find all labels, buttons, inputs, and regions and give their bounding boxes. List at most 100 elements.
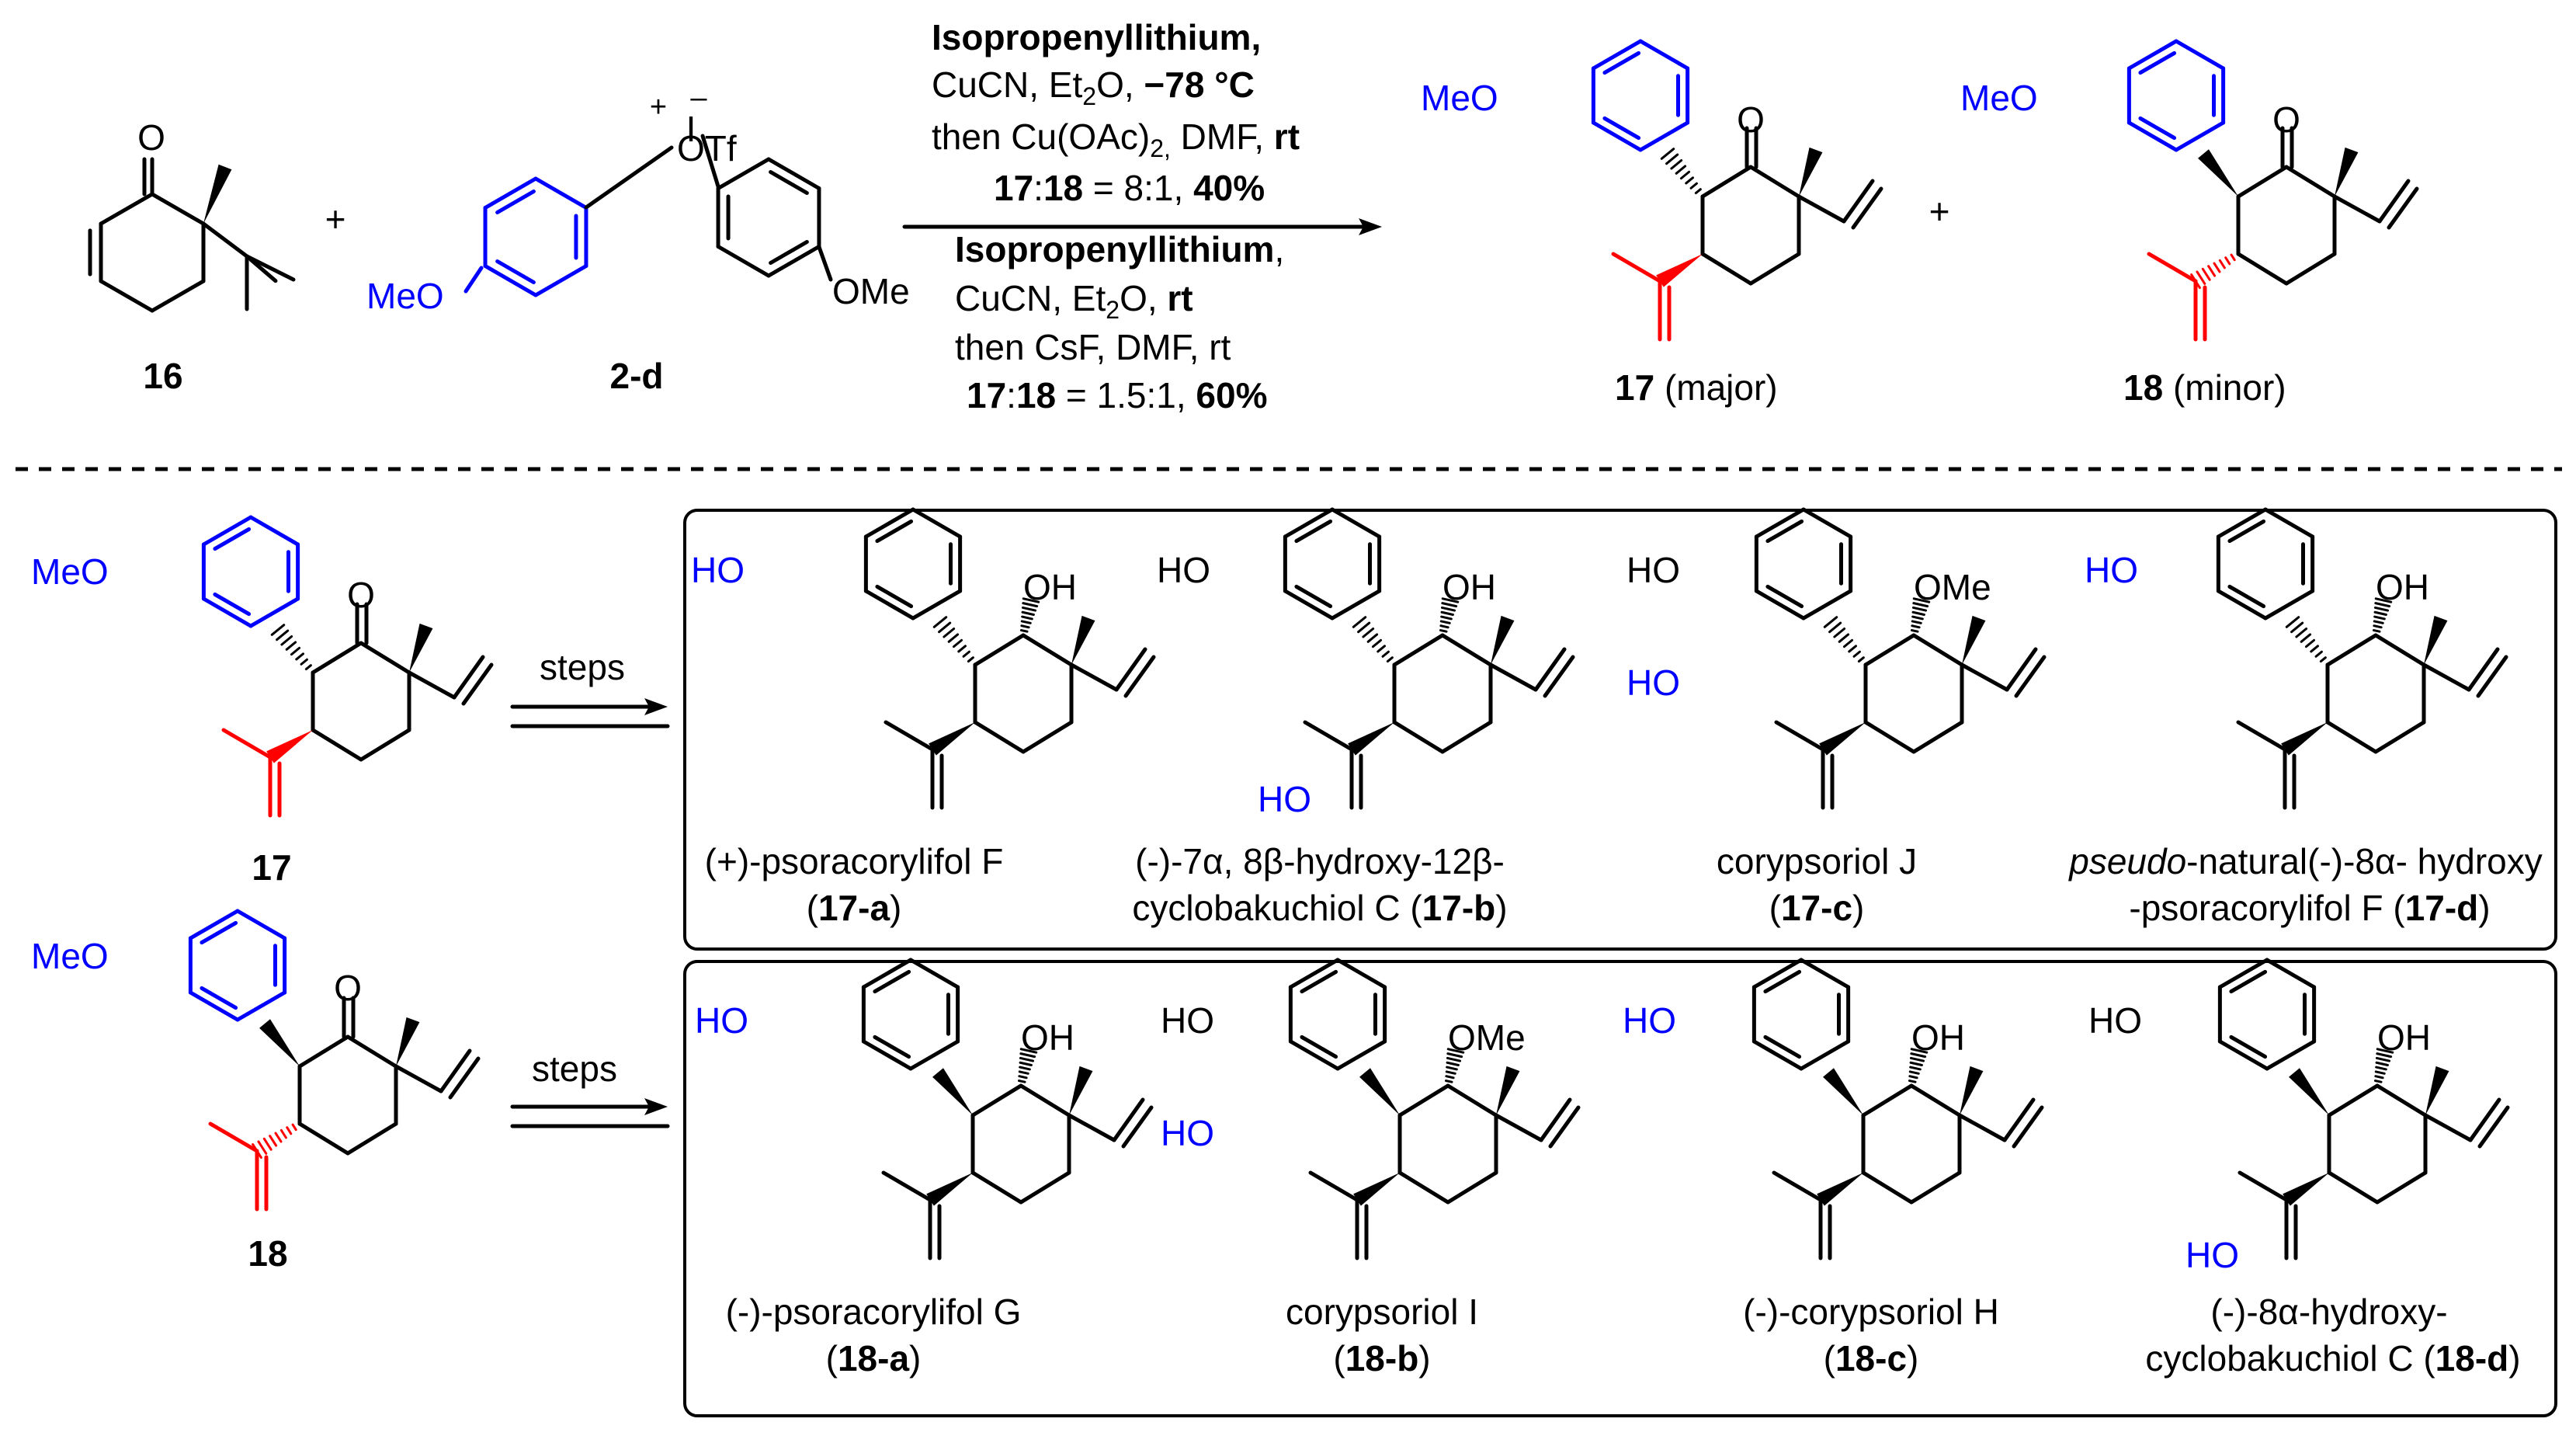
- p17d-ring: [2325, 720, 2378, 754]
- p18d-name-line1: (-)-8α-hydroxy-: [2210, 1292, 2447, 1332]
- conditions2-line3: then CsF, DMF, rt: [955, 327, 1231, 367]
- steps-label-17: steps: [540, 647, 625, 687]
- steps-arrow-18a-head: [644, 1098, 668, 1115]
- p17b-methyl: [1491, 615, 1515, 665]
- compound-17-label: 17: [252, 847, 291, 888]
- s18-vinyl: [439, 1048, 472, 1093]
- p17c-oh: [1911, 610, 1925, 616]
- p17d-aryl-hash: [2319, 656, 2327, 663]
- p17d-aryl: [2227, 584, 2266, 609]
- p18d-ring: [2327, 1083, 2380, 1118]
- iodonium-plus-charge: +: [650, 91, 667, 123]
- s18-ring: [297, 1034, 350, 1069]
- p17c-ring: [1863, 720, 1916, 754]
- p18a-aryl-wedge: [932, 1068, 973, 1115]
- p18-ip-hash: [2207, 265, 2217, 277]
- s18-vinyl: [394, 1064, 443, 1093]
- p17-ring: [1748, 252, 1801, 286]
- p18d-tert-ho-blue: HO: [2185, 1235, 2239, 1275]
- s17-vinyl: [452, 655, 485, 700]
- p17d-methyl: [2424, 615, 2448, 665]
- p17d-ip: [2236, 720, 2287, 752]
- products-box-17: [683, 509, 2557, 951]
- p18-ip-hash: [2230, 253, 2236, 262]
- conditions2-line2: CuCN, Et2O, rt: [955, 278, 1193, 324]
- p17b-oh: [1441, 597, 1460, 603]
- p17c-vinyl: [2005, 647, 2038, 692]
- p17d-ho: HO: [2085, 550, 2138, 590]
- triflate-minus-charge: –: [690, 82, 707, 114]
- p17c-code: (17-c): [1769, 888, 1865, 928]
- p18b-ho: HO: [1161, 1000, 1214, 1041]
- p18a-aryl: [873, 969, 911, 994]
- p18c-aryl: [1751, 958, 1804, 989]
- s17-vinyl: [461, 662, 494, 706]
- s17-aryl-hash: [280, 635, 293, 646]
- reagent-meo-blue: MeO: [366, 276, 444, 316]
- reagent-aryl-left: [483, 264, 538, 297]
- p17a-methyl: [1071, 615, 1095, 665]
- p18d-oh: [2375, 1061, 2389, 1066]
- p17-aryl: [1602, 116, 1641, 141]
- p18a-code: (18-a): [826, 1338, 922, 1379]
- p17a-oh: [1019, 629, 1029, 633]
- s17-aryl: [201, 515, 253, 547]
- p17a-oh: [1020, 624, 1030, 629]
- p18d-aryl-wedge: [2289, 1068, 2329, 1115]
- p18c-aryl-wedge: [1823, 1068, 1863, 1115]
- s17-methyl: [409, 623, 433, 673]
- p17d-aryl-hash: [2314, 650, 2323, 658]
- p17b-ip-wedge: [1348, 722, 1394, 756]
- p17a-aryl: [875, 584, 914, 609]
- p17a-aryl-hash: [957, 645, 967, 653]
- p17b-oh: [1441, 602, 1458, 608]
- p17a-ip-wedge: [929, 722, 975, 756]
- p18a-ring: [1019, 1083, 1071, 1118]
- p17a-oh: OH: [1023, 567, 1077, 607]
- s18-ip-hash: [279, 1128, 287, 1139]
- p18b-oh: [1446, 1061, 1460, 1066]
- bond-drawings: [88, 39, 2510, 1260]
- p17-aryl: [1591, 120, 1643, 152]
- sm16-ring: [99, 192, 154, 226]
- s17-meo-blue: MeO: [31, 551, 109, 592]
- s18-ip-hash: [274, 1132, 283, 1143]
- p17d-aryl: [2227, 519, 2266, 544]
- p17d-aryl-hash: [2285, 616, 2300, 628]
- p17b-oh: OH: [1442, 567, 1496, 607]
- p18d-aryl: [2229, 1034, 2268, 1059]
- p17b-aryl-hash: [1386, 656, 1394, 663]
- s18-ip-hash: [269, 1135, 278, 1147]
- p17c-aryl-hash: [1828, 621, 1842, 634]
- p17d-aryl: [2216, 507, 2268, 539]
- sm16-ring: [99, 279, 154, 313]
- p18d-name-line2: cyclobakuchiol C (18-d): [2145, 1338, 2520, 1379]
- reagent-aryl-right: [766, 157, 821, 190]
- p18d-aryl: [2265, 1039, 2317, 1071]
- p17d-vinyl: [2422, 662, 2471, 692]
- p18b-vinyl: [1539, 1097, 1572, 1142]
- p18b-ring: [1397, 1170, 1450, 1205]
- p18c-oh: OH: [1911, 1017, 1965, 1058]
- p18-aryl: [2138, 50, 2177, 75]
- p17d-aryl: [2216, 589, 2268, 621]
- p17d-oh: OH: [2376, 567, 2429, 607]
- p17-aryl: [1591, 39, 1643, 71]
- p17b-oh: [1439, 629, 1448, 633]
- s17-aryl: [248, 596, 300, 628]
- p17-aryl-hash: [1679, 170, 1691, 180]
- s17-aryl: [248, 515, 300, 547]
- p18b-vinyl: [1494, 1113, 1543, 1142]
- p17a-ring: [1021, 720, 1074, 754]
- p17-aryl-hash: [1675, 165, 1687, 175]
- p17b-aryl-hash: [1362, 628, 1375, 638]
- sm16-vinyl: [248, 257, 278, 283]
- p18-vinyl: [2387, 186, 2419, 230]
- p18a-vinyl: [1112, 1097, 1145, 1142]
- reagent-aryl-right: [716, 157, 771, 190]
- s17-ip: [221, 728, 273, 760]
- p18d-oh: [2375, 1056, 2391, 1062]
- p17c-aryl: [1754, 589, 1806, 621]
- sm16-vinyl: [245, 254, 296, 282]
- p17a-aryl: [911, 589, 963, 621]
